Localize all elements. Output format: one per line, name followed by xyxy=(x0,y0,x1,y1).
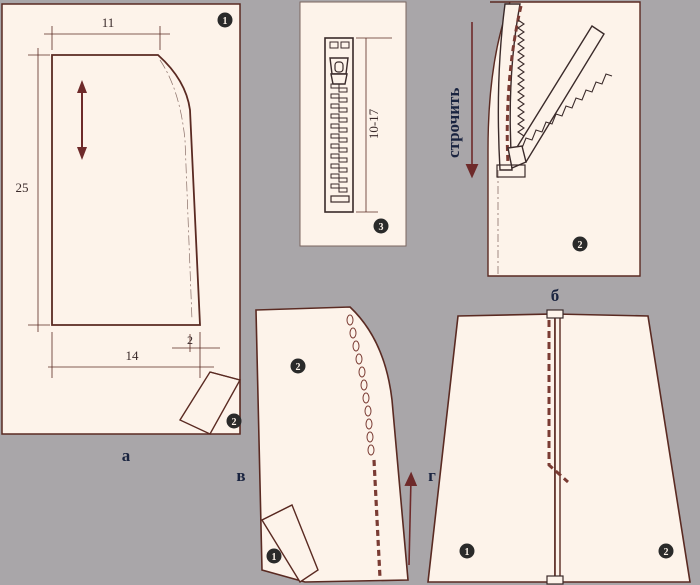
panel-a-caption: а xyxy=(122,446,131,465)
zipper-length-label: 10-17 xyxy=(366,108,381,139)
panel-final-marker-left xyxy=(459,543,475,559)
svg-text:2: 2 xyxy=(296,362,301,373)
svg-text:2: 2 xyxy=(232,417,237,428)
panel-g-letter: г xyxy=(428,466,436,485)
panel-final-marker-right xyxy=(658,543,674,559)
panel-v-sewing: 2 1 xyxy=(255,306,418,583)
dim-small-label: 2 xyxy=(187,333,193,347)
panel-final-left-piece xyxy=(427,313,556,583)
zipper-marker xyxy=(373,218,389,234)
panel-a-skirt-piece xyxy=(51,54,201,326)
panel-final-assembled: 1 2 xyxy=(427,309,691,585)
svg-text:2: 2 xyxy=(578,240,583,251)
svg-text:3: 3 xyxy=(379,222,384,233)
svg-text:2: 2 xyxy=(664,547,669,558)
dim-bottom-label: 14 xyxy=(126,348,140,363)
panel-b-stitch-line xyxy=(505,5,523,166)
dim-left-label: 25 xyxy=(16,180,29,195)
panel-final-right-piece xyxy=(554,313,691,583)
zipper-teeth xyxy=(330,83,348,193)
panel-g-direction-arrow xyxy=(404,471,418,566)
basting-stitches xyxy=(346,314,375,456)
svg-text:1: 1 xyxy=(223,16,228,27)
dim-top-label: 11 xyxy=(102,15,115,30)
zipper-slider xyxy=(329,57,349,85)
panel-a-marker-bottom xyxy=(226,413,242,429)
panel-b-marker xyxy=(572,236,588,252)
panel-final-letter: б xyxy=(551,286,560,305)
zipper-panel: 10-17 3 xyxy=(299,1,407,247)
panel-v-marker-fold xyxy=(266,548,282,564)
panel-v-marker-front xyxy=(290,358,306,374)
panel-a-pattern: 11 25 14 2 1 2 xyxy=(1,3,242,435)
svg-text:1: 1 xyxy=(465,547,470,558)
panel-b-sewing: строчить 2 xyxy=(444,1,641,277)
panel-final-stitch-line xyxy=(547,320,570,484)
panel-a-marker-top xyxy=(217,12,233,28)
svg-text:1: 1 xyxy=(272,552,277,563)
stitch-instruction: строчить xyxy=(444,88,463,158)
panel-v-letter: в xyxy=(236,466,245,485)
